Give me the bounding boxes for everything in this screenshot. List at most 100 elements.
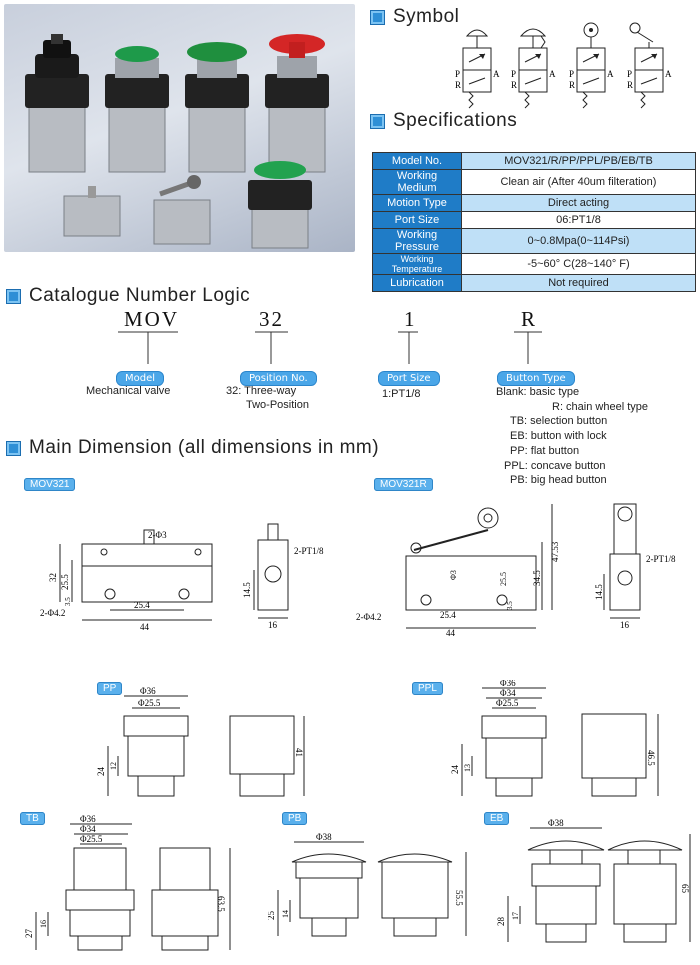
valve-photo-green-flat <box>105 46 169 173</box>
svg-text:R: R <box>455 80 461 90</box>
label-port-size: Port Size <box>378 366 440 386</box>
valve-photo-roller <box>153 175 211 245</box>
section-bullet-icon <box>370 9 385 25</box>
svg-text:Φ25.5: Φ25.5 <box>80 834 103 844</box>
svg-text:41: 41 <box>294 748 304 757</box>
svg-text:Φ36: Φ36 <box>80 814 96 824</box>
svg-text:Φ36: Φ36 <box>500 680 516 688</box>
svg-text:25.4: 25.4 <box>440 610 456 620</box>
valve-photo-green-mushroom <box>185 42 249 173</box>
svg-text:A: A <box>549 69 556 79</box>
symbol-flat-button: P R A <box>455 29 500 109</box>
svg-text:24: 24 <box>450 765 460 775</box>
svg-text:63.5: 63.5 <box>216 896 226 912</box>
list-item: EB: button with lock <box>510 430 607 443</box>
list-item: PPL: concave button <box>504 459 606 472</box>
svg-text:14: 14 <box>281 910 290 918</box>
specifications-heading: Specifications <box>370 110 517 132</box>
tag-mov321: MOV321 <box>24 472 76 491</box>
tag-eb: EB <box>484 806 510 825</box>
svg-text:P: P <box>511 69 516 79</box>
position-description-1: 32: Three-way <box>226 385 297 397</box>
drawing-mov321r-side: 2-PT1/8 14.5 16 <box>594 503 676 630</box>
code-position: 32 <box>259 307 284 331</box>
svg-text:Φ25.5: Φ25.5 <box>496 698 519 708</box>
product-photo-panel <box>4 4 355 252</box>
main-dimension-heading: Main Dimension (all dimensions in mm) <box>6 437 379 459</box>
svg-text:P: P <box>455 69 460 79</box>
drawing-mov321-side: 2-PT1/8 14.5 16 <box>242 523 324 630</box>
svg-text:3.5: 3.5 <box>64 597 72 606</box>
svg-text:2-Φ3: 2-Φ3 <box>148 530 167 540</box>
drawing-tb: Φ36 Φ34 Φ25.5 27 16 63.5 <box>24 814 231 951</box>
label-model: Model <box>116 366 165 386</box>
svg-text:25.5: 25.5 <box>60 574 70 590</box>
svg-text:A: A <box>607 69 614 79</box>
svg-text:44: 44 <box>446 628 456 638</box>
code-model: MOV <box>124 307 180 331</box>
svg-text:13: 13 <box>463 764 472 772</box>
svg-text:14.5: 14.5 <box>242 582 252 598</box>
svg-text:28: 28 <box>496 917 506 927</box>
svg-text:P: P <box>569 69 574 79</box>
position-description-2: Two-Position <box>246 399 309 411</box>
list-item: R: chain wheel type <box>552 400 648 413</box>
tag-tb: TB <box>20 806 45 825</box>
drawing-pp: Φ36 Φ25.5 24 12 41 <box>96 686 305 797</box>
tag-pb: PB <box>282 806 308 825</box>
list-item: PP: flat button <box>510 444 580 457</box>
svg-text:3.5: 3.5 <box>506 601 514 610</box>
valve-photo-green-big <box>248 161 312 249</box>
svg-text:Φ25.5: Φ25.5 <box>138 698 161 708</box>
drawing-mov321r-front: 47.53 34.5 25.5 Φ3 3.5 2-Φ4.2 25.4 44 <box>356 504 560 638</box>
code-port: 1 <box>404 307 417 331</box>
svg-text:47.53: 47.53 <box>550 541 560 562</box>
svg-text:A: A <box>665 69 672 79</box>
symbol-mushroom-button: P R A <box>511 28 556 109</box>
list-item: TB: selection button <box>510 415 608 428</box>
svg-text:Φ38: Φ38 <box>548 818 564 828</box>
tag-ppl: PPL <box>412 676 443 695</box>
svg-text:2-PT1/8: 2-PT1/8 <box>294 546 324 556</box>
valve-photos-illustration <box>25 34 329 249</box>
svg-text:17: 17 <box>511 912 520 920</box>
table-row: Working Temperature-5~60° C(28~140° F) <box>372 253 696 275</box>
valve-photo-basic <box>63 186 121 237</box>
code-button: R <box>521 307 538 331</box>
svg-text:A: A <box>493 69 500 79</box>
svg-text:16: 16 <box>39 920 48 928</box>
svg-text:27: 27 <box>24 929 34 939</box>
section-bullet-icon <box>6 288 21 304</box>
svg-text:34.5: 34.5 <box>532 570 542 586</box>
valve-symbols: P R A P R A P R A P R A <box>455 22 672 109</box>
svg-text:R: R <box>511 80 517 90</box>
drawing-pb: Φ38 25 14 55.5 <box>268 832 467 937</box>
svg-text:25: 25 <box>268 911 276 921</box>
svg-text:Φ3: Φ3 <box>449 570 458 580</box>
svg-text:2-Φ4.2: 2-Φ4.2 <box>40 608 65 618</box>
svg-text:16: 16 <box>620 620 630 630</box>
catalogue-connector-lines <box>118 331 542 364</box>
valve-photo-selection <box>25 34 89 173</box>
label-button-type: Button Type <box>497 366 575 386</box>
svg-text:25.4: 25.4 <box>134 600 150 610</box>
svg-text:P: P <box>627 69 632 79</box>
valve-photo-red-lock <box>265 34 329 173</box>
svg-text:46.5: 46.5 <box>646 750 656 766</box>
svg-text:12: 12 <box>109 762 118 770</box>
svg-text:24: 24 <box>96 767 106 777</box>
svg-text:65: 65 <box>680 884 690 894</box>
tag-mov321r: MOV321R <box>374 472 433 491</box>
svg-text:14.5: 14.5 <box>594 584 604 600</box>
drawing-eb: Φ38 28 17 65 <box>496 818 691 943</box>
specifications-table: Model No.MOV321/R/PP/PPL/PB/EB/TB Workin… <box>372 152 696 292</box>
svg-text:Φ34: Φ34 <box>500 688 516 698</box>
svg-text:Φ38: Φ38 <box>316 832 332 842</box>
button-type-list: Blank: basic type R: chain wheel type TB… <box>468 385 648 488</box>
label-position: Position No. <box>240 366 317 386</box>
port-description: 1:PT1/8 <box>382 388 421 400</box>
